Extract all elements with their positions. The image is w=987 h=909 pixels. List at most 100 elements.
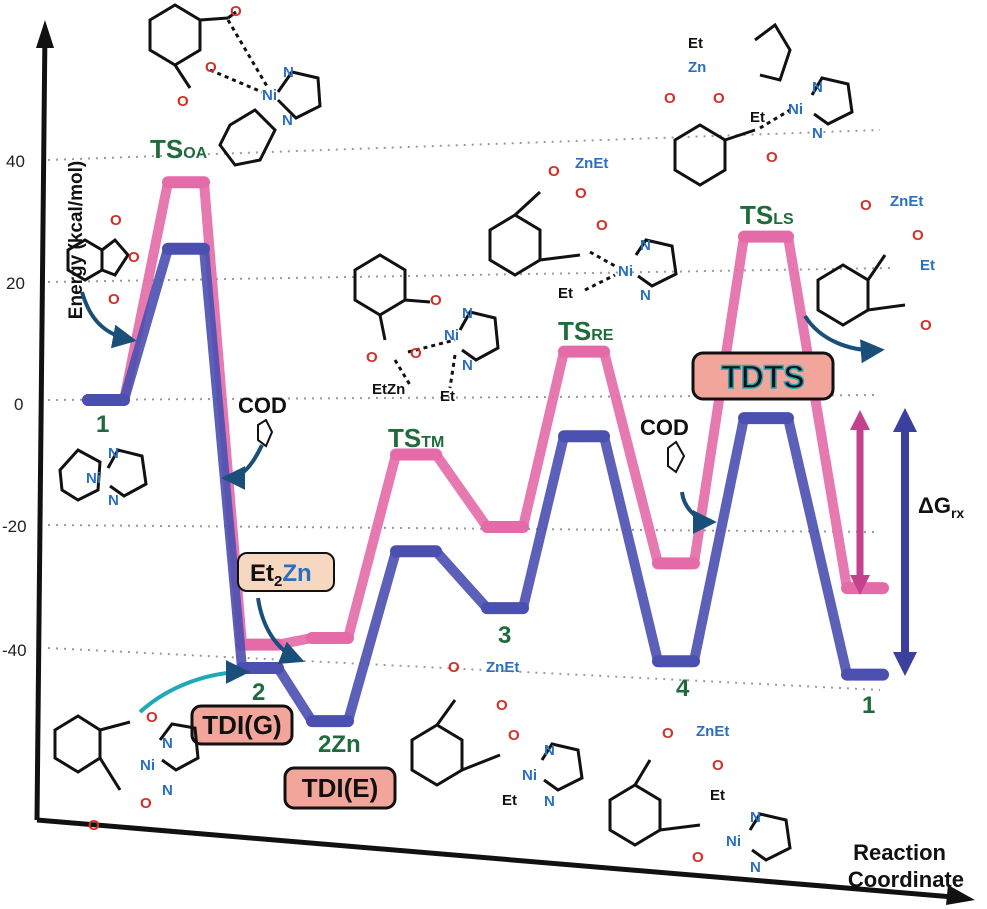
atom-n: N [750, 859, 761, 876]
diazaring [458, 310, 500, 362]
structure-3 [410, 699, 584, 792]
tdi-g-box: TDI(G) [190, 704, 294, 746]
et-text: Et [558, 285, 573, 302]
x-axis-arrowhead [946, 885, 975, 905]
atom-o: O [88, 817, 100, 834]
atom-o: O [448, 659, 460, 676]
node-2-label: 2 [252, 679, 265, 706]
ts-ls-label: TSLS [740, 200, 794, 230]
atom-o: O [860, 197, 872, 214]
atom-ni: Ni [522, 767, 537, 784]
atom-znet: ZnEt [890, 193, 923, 210]
atom-n: N [640, 287, 651, 304]
ytick-40: 40 [6, 152, 25, 171]
dashed-bond [584, 273, 616, 292]
arrow-product-out [803, 314, 885, 364]
arrow-anhydride-in [80, 291, 137, 349]
bond [867, 303, 906, 312]
atom-n: N [544, 742, 555, 759]
bond [173, 64, 192, 89]
et-text: Et [440, 388, 455, 405]
atom-ni: Ni [618, 263, 633, 280]
diazaring [540, 742, 584, 792]
atom-o: O [575, 185, 587, 202]
atom-o: O [146, 709, 158, 726]
diazaring [158, 722, 200, 772]
cod-glyph-1 [257, 418, 274, 448]
atom-o: O [430, 292, 442, 309]
bond [461, 753, 501, 772]
et2zn-label: Et2Zn [250, 560, 312, 590]
dg-pink-arrow-bottom [850, 575, 870, 595]
ts-tm-label: TSTM [388, 423, 444, 453]
atom-ni: Ni [140, 757, 155, 774]
diazaring [810, 76, 854, 126]
atom-o: O [548, 163, 560, 180]
atom-o: O [140, 795, 152, 812]
series-line-0 [88, 177, 883, 650]
y-axis-arrowhead [36, 20, 54, 48]
et2zn-box: Et2Zn [237, 552, 335, 592]
atom-n: N [812, 79, 823, 96]
gridline-minus40 [47, 647, 881, 691]
dg-blue-arrow-bottom [893, 652, 917, 676]
bond [513, 190, 542, 217]
node-3-label: 3 [498, 622, 511, 649]
tdi-e-box-bg [283, 766, 397, 810]
diazaring [106, 448, 148, 498]
atom-o: O [410, 345, 422, 362]
atom-zn: Zn [688, 59, 706, 76]
atom-o: O [496, 697, 508, 714]
bond [539, 253, 581, 262]
diazaring [748, 812, 792, 862]
ts-re-label: TSRE [558, 316, 614, 346]
node-2zn-label: 2Zn [318, 731, 361, 758]
atom-n: N [162, 782, 173, 799]
tdi-e-label: TDI(E) [302, 773, 379, 803]
et-text: Et [710, 787, 725, 804]
atom-n: N [640, 237, 651, 254]
dashed-bond [407, 338, 456, 354]
atom-n: N [162, 735, 173, 752]
tdts-box-bg [691, 351, 835, 401]
node-1-right-label: 1 [862, 692, 875, 719]
cod-label-1: COD [238, 393, 287, 418]
cod-ring [667, 440, 686, 474]
et2zn-box-bg [237, 552, 335, 592]
et-text: Et [502, 792, 517, 809]
atom-znet: ZnEt [575, 155, 608, 172]
diazaring [634, 238, 678, 288]
structure-2 [53, 714, 200, 791]
structure-ts-oa [148, 3, 322, 167]
structure-1-left [58, 448, 148, 502]
atom-o: O [128, 249, 140, 266]
x-axis [36, 817, 966, 901]
gridlines [47, 129, 891, 691]
delta-g-arrows: ΔGrx [850, 408, 964, 676]
atom-ni: Ni [788, 101, 803, 118]
gridline-40 [47, 129, 881, 161]
atom-o: O [110, 212, 122, 229]
structure-ts-ls [673, 22, 854, 187]
dashed-bond [226, 19, 270, 89]
atom-o: O [713, 90, 725, 107]
cod-ring [754, 22, 792, 82]
atom-o: O [230, 3, 242, 20]
atom-n: N [283, 64, 294, 81]
et-text: Et [688, 35, 703, 52]
atom-n: N [108, 492, 119, 509]
atom-o: O [712, 757, 724, 774]
node-4-label: 4 [676, 675, 690, 702]
etzn-text: EtZn [372, 381, 405, 398]
series-line-1 [88, 243, 883, 727]
cod-label-2: COD [640, 415, 689, 440]
ytick-minus20: -20 [2, 517, 27, 536]
structure-product [816, 254, 906, 327]
dg-label: ΔGrx [918, 493, 964, 521]
tdi-g-label: TDI(G) [202, 710, 281, 740]
atom-o: O [596, 217, 608, 234]
bond [866, 254, 887, 281]
arrow-cod-out-1 [221, 444, 264, 490]
gridline-20 [47, 267, 891, 283]
